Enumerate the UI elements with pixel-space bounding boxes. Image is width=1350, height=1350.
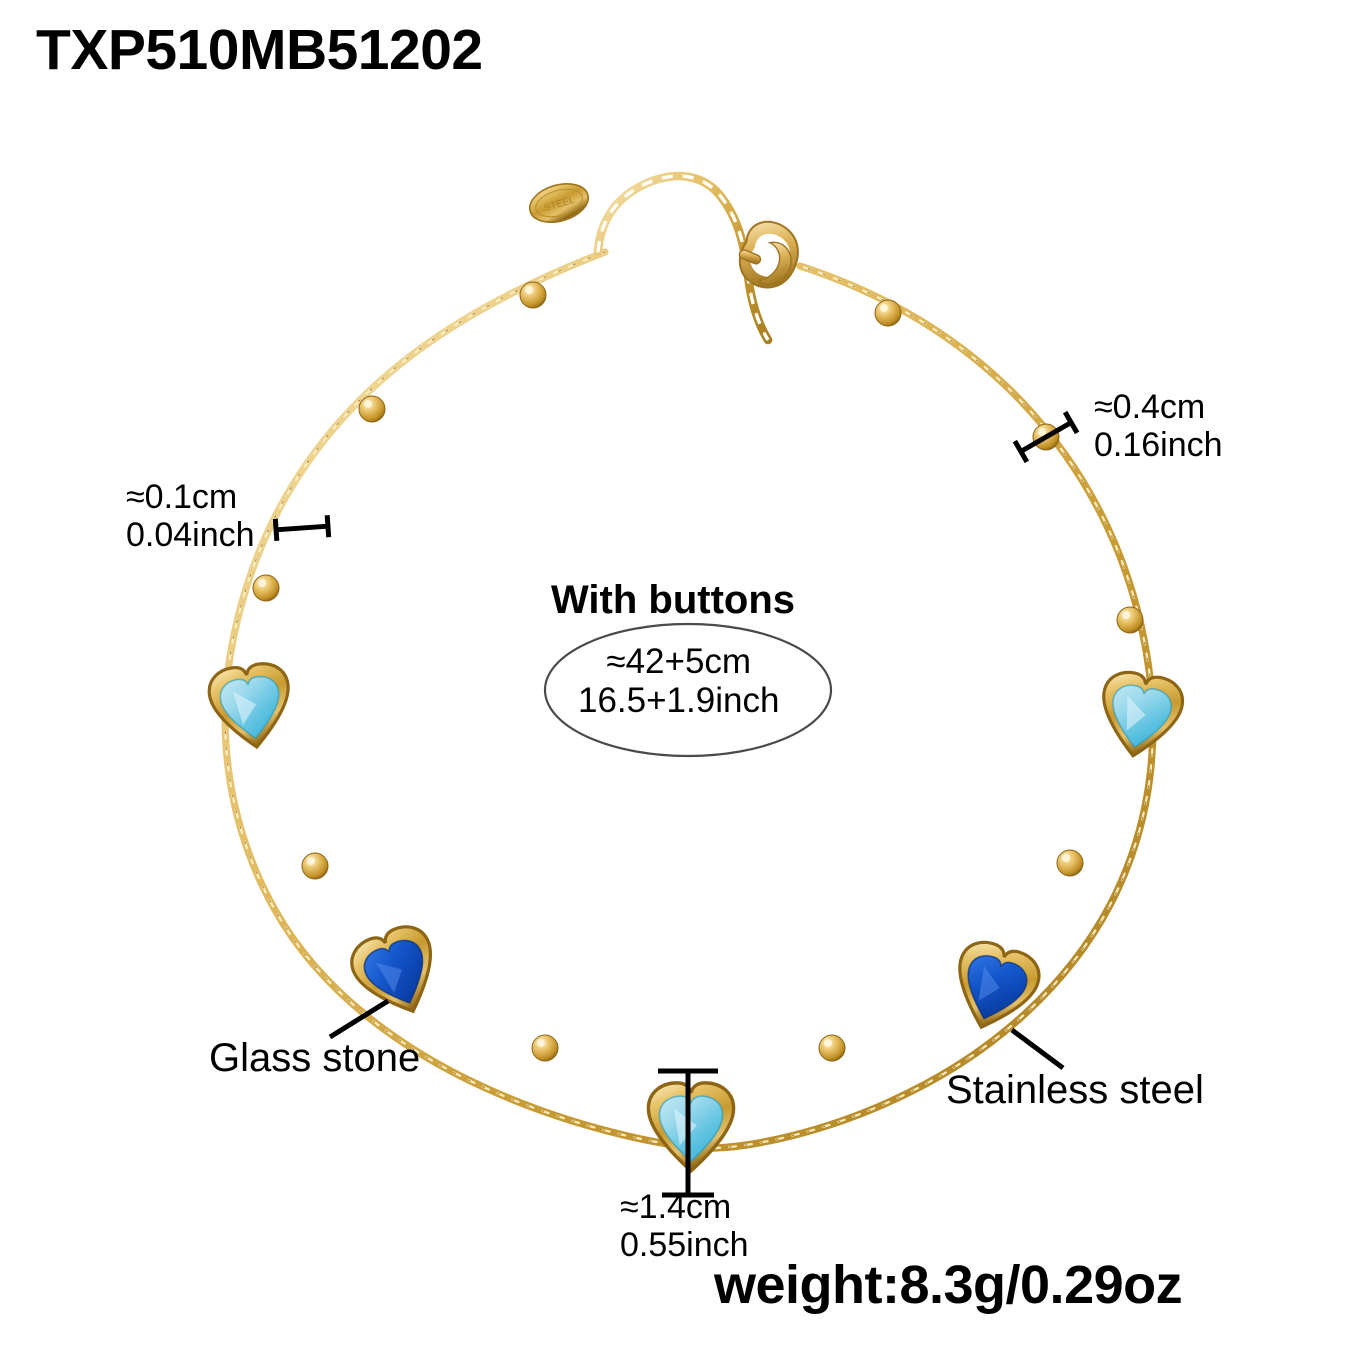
weight-label: weight:8.3g/0.29oz xyxy=(714,1255,1183,1315)
annotation-heart-size: ≈1.4cm 0.55inch xyxy=(620,1188,749,1264)
length-cm: ≈42+5cm xyxy=(606,642,752,681)
page-title: TXP510MB51202 xyxy=(36,18,483,82)
annotation-with-buttons-title: With buttons xyxy=(551,578,796,622)
annotation-glass-stone: Glass stone xyxy=(209,1036,421,1080)
length-inch: 16.5+1.9inch xyxy=(578,681,780,721)
heart-charm-light-blue-right xyxy=(1092,666,1188,765)
heart-charm-center-pendant xyxy=(646,1081,736,1173)
heart-size-inch: 0.55inch xyxy=(620,1226,749,1265)
measure-bar-chain-width xyxy=(272,515,332,541)
annotation-stainless-steel: Stainless steel xyxy=(946,1068,1204,1112)
bead-size-inch: 0.16inch xyxy=(1094,426,1223,465)
chain-width-cm: ≈0.1cm xyxy=(126,478,238,516)
brand-tag: STEEL xyxy=(528,183,590,223)
chain-beads xyxy=(252,281,1144,1062)
measure-bar-heart-height xyxy=(658,1068,718,1198)
annotation-bead-size: ≈0.4cm 0.16inch xyxy=(1094,388,1223,464)
heart-charm-dark-blue-left xyxy=(343,917,452,1028)
leader-line-glass-stone xyxy=(328,998,390,1040)
heart-charm-light-blue-left xyxy=(204,658,298,755)
extender-chain xyxy=(593,171,773,345)
length-callout-ellipse xyxy=(543,622,833,758)
chain-width-inch: 0.04inch xyxy=(126,516,255,555)
heart-size-cm: ≈1.4cm xyxy=(620,1188,732,1226)
bead-size-cm: ≈0.4cm xyxy=(1094,388,1206,426)
leader-line-stainless-steel xyxy=(1010,1027,1065,1071)
annotation-chain-width: ≈0.1cm 0.04inch xyxy=(126,478,255,554)
measure-bar-bead-size xyxy=(1012,410,1080,464)
annotation-length: ≈42+5cm 16.5+1.9inch xyxy=(578,642,779,720)
heart-charm-dark-blue-right xyxy=(941,934,1047,1042)
lobster-clasp xyxy=(738,220,799,289)
